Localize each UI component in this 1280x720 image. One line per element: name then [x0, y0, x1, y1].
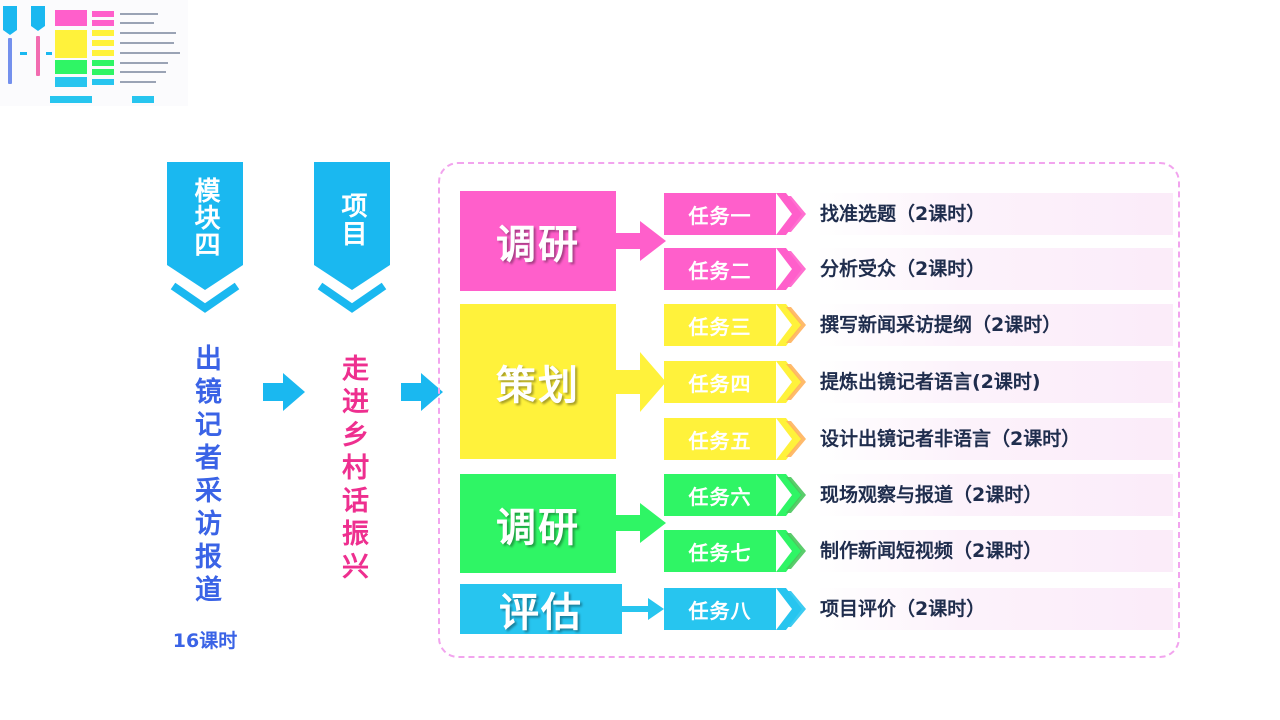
module-label: 模块四 — [190, 176, 220, 258]
arrow-right-icon — [401, 373, 443, 411]
chevron-right-icon — [776, 361, 806, 403]
task-bar — [816, 588, 1173, 630]
thumbnail-graphic — [0, 0, 188, 106]
arrow-right-icon — [620, 598, 664, 620]
task-label: 任务七 — [664, 530, 776, 572]
task-row: 任务二 分析受众（2课时） — [664, 248, 1174, 290]
task-label: 任务三 — [664, 304, 776, 346]
slide-thumbnail[interactable] — [0, 0, 188, 106]
task-row: 任务八 项目评价（2课时） — [664, 588, 1174, 630]
task-bar — [816, 193, 1173, 235]
task-label: 任务六 — [664, 474, 776, 516]
phase-research-2: 调研 — [460, 474, 616, 573]
task-description: 找准选题（2课时） — [820, 203, 986, 225]
task-bar — [816, 248, 1173, 290]
task-description: 分析受众（2课时） — [820, 258, 986, 280]
module-title: 出镜记者采访报道 — [190, 343, 221, 608]
module-banner: 模块四 — [167, 162, 243, 317]
task-label: 任务二 — [664, 248, 776, 290]
chevron-right-icon — [776, 304, 806, 346]
module-banner-shape — [167, 162, 243, 313]
task-description: 撰写新闻采访提纲（2课时） — [820, 314, 1062, 336]
arrow-right-icon — [614, 352, 666, 412]
project-banner-shape — [314, 162, 390, 313]
task-row: 任务七 制作新闻短视频（2课时） — [664, 530, 1174, 572]
task-label: 任务四 — [664, 361, 776, 403]
task-row: 任务五 设计出镜记者非语言（2课时） — [664, 418, 1174, 460]
chevron-right-icon — [776, 588, 806, 630]
task-label: 任务八 — [664, 588, 776, 630]
task-description: 提炼出镜记者语言(2课时) — [820, 371, 1041, 393]
chevron-right-icon — [776, 418, 806, 460]
chevron-right-icon — [776, 193, 806, 235]
task-bar — [816, 361, 1173, 403]
phase-evaluation: 评估 — [460, 584, 622, 636]
phase-planning: 策划 — [460, 304, 616, 459]
task-bar — [816, 530, 1173, 572]
task-bar — [816, 418, 1173, 460]
task-label: 任务五 — [664, 418, 776, 460]
chevron-right-icon — [776, 474, 806, 516]
arrow-right-icon — [614, 221, 666, 261]
task-label: 任务一 — [664, 193, 776, 235]
task-row: 任务六 现场观察与报道（2课时） — [664, 474, 1174, 516]
project-title: 走进乡村话振兴 — [337, 353, 368, 585]
task-panel — [438, 162, 1180, 658]
task-bar — [816, 304, 1173, 346]
task-description: 项目评价（2课时） — [820, 598, 986, 620]
chevron-right-icon — [776, 530, 806, 572]
task-row: 任务三 撰写新闻采访提纲（2课时） — [664, 304, 1174, 346]
phase-research-1: 调研 — [460, 191, 616, 291]
task-bar — [816, 474, 1173, 516]
task-row: 任务一 找准选题（2课时） — [664, 193, 1174, 235]
project-label: 项目 — [337, 192, 367, 248]
task-description: 制作新闻短视频（2课时） — [820, 540, 1043, 562]
project-banner: 项目 — [314, 162, 390, 317]
task-row: 任务四 提炼出镜记者语言(2课时) — [664, 361, 1174, 403]
arrow-right-icon — [263, 373, 305, 411]
chevron-right-icon — [776, 248, 806, 290]
task-description: 设计出镜记者非语言（2课时） — [820, 428, 1081, 450]
arrow-right-icon — [614, 503, 666, 543]
task-description: 现场观察与报道（2课时） — [820, 484, 1043, 506]
module-hours: 16课时 — [172, 630, 238, 652]
